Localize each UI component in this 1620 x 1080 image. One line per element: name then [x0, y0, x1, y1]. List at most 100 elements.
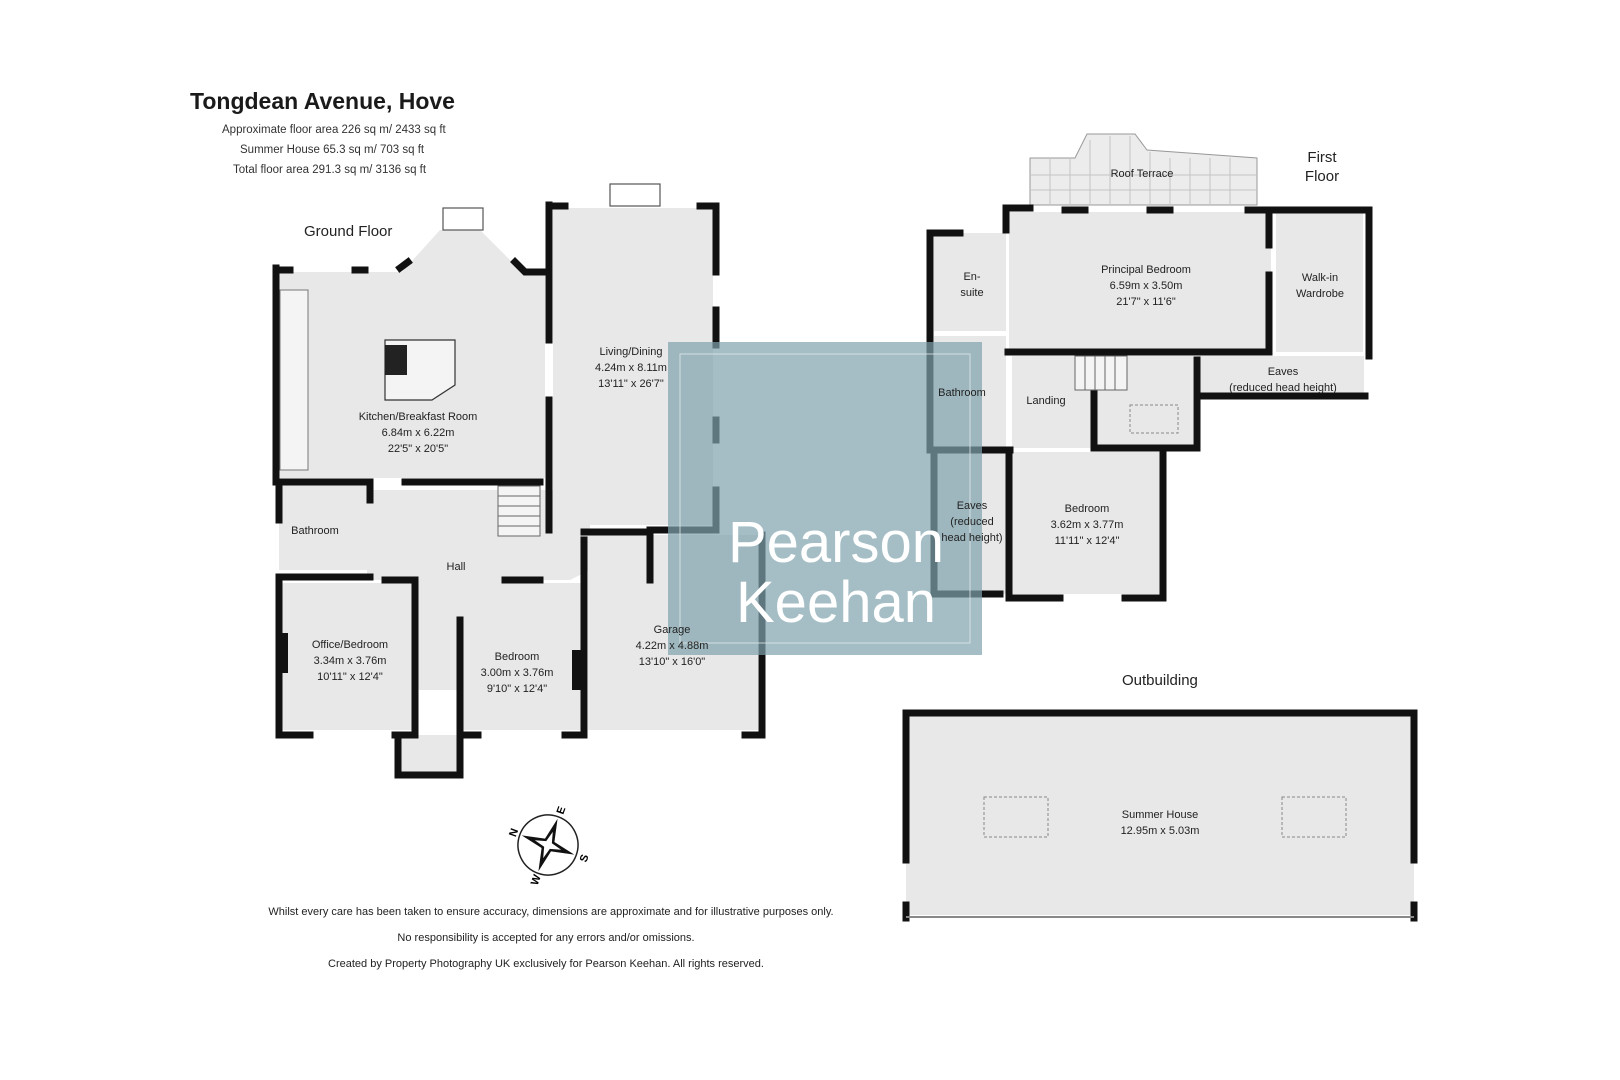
- watermark-line1: Pearson: [728, 510, 944, 575]
- disclaimer-line3: Created by Property Photography UK exclu…: [328, 958, 764, 970]
- office-floor: [282, 583, 415, 730]
- eaves-right-line1: Eaves: [1268, 366, 1299, 378]
- first-stairs: [1074, 355, 1128, 391]
- wall-bed-east: [561, 536, 588, 739]
- compass-e: E: [555, 805, 569, 816]
- outbuilding-plan: [902, 709, 1418, 922]
- eaves-left-line2: (reduced: [950, 516, 993, 528]
- bedroom-first-metric: 3.62m x 3.77m: [1051, 519, 1124, 531]
- office-imperial: 10'11" x 12'4": [317, 671, 383, 683]
- walkin-line2: Wardrobe: [1296, 288, 1344, 300]
- bedroom-ground-imperial: 9'10" x 12'4": [487, 683, 547, 695]
- kitchen-name: Kitchen/Breakfast Room: [359, 411, 478, 423]
- hall-name: Hall: [447, 561, 466, 573]
- walkin-line1: Walk-in: [1302, 272, 1338, 284]
- roof-terrace-tiles: [1030, 136, 1257, 205]
- office-chimney: [278, 633, 288, 673]
- wall-landing-void: [1090, 356, 1201, 452]
- landing-name: Landing: [1026, 395, 1065, 407]
- wall-summer-house: [902, 709, 1418, 864]
- eaves-right-floor: [1197, 356, 1364, 396]
- rooflight-left: [983, 796, 1049, 838]
- summer-house-area: Summer House 65.3 sq m/ 703 sq ft: [240, 144, 425, 156]
- eaves-left-line1: Eaves: [957, 500, 988, 512]
- bedroom-ground-floor: [463, 583, 581, 730]
- wall-garage-north: [580, 528, 654, 584]
- bathroom-first-name: Bathroom: [938, 387, 986, 399]
- roof-terrace-name: Roof Terrace: [1111, 168, 1174, 180]
- living-imperial: 13'11" x 26'7": [598, 378, 664, 390]
- watermark: Pearson Keehan: [668, 342, 982, 655]
- eaves-right-line2: (reduced head height): [1229, 382, 1337, 394]
- compass-star-inner: [534, 831, 562, 859]
- ensuite-line2: suite: [960, 287, 983, 299]
- bathroom-floor: [279, 480, 367, 570]
- bedroom-ground-name: Bedroom: [495, 651, 540, 663]
- compass-w: W: [529, 873, 544, 887]
- porch-floor: [398, 735, 460, 775]
- eaves-left-line3: head height): [941, 532, 1002, 544]
- garage-metric: 4.22m x 4.88m: [636, 640, 709, 652]
- compass: N E S W: [507, 805, 592, 887]
- bedroom-first-floor: [1012, 452, 1160, 594]
- wall-bay-right: [510, 257, 549, 276]
- office-metric: 3.34m x 3.76m: [314, 655, 387, 667]
- principal-metric: 6.59m x 3.50m: [1110, 280, 1183, 292]
- ground-stairs: [497, 485, 541, 537]
- outbuilding-label: Outbuilding: [1122, 672, 1198, 689]
- ensuite-line1: En-: [963, 271, 980, 283]
- living-french-doors: [609, 183, 661, 207]
- watermark-line2: Keehan: [736, 570, 936, 635]
- living-metric: 4.24m x 8.11m: [595, 362, 667, 374]
- page-title: Tongdean Avenue, Hove: [190, 88, 455, 114]
- kitchen-metric: 6.84m x 6.22m: [382, 427, 455, 439]
- bathroom-ground-name: Bathroom: [291, 525, 339, 537]
- wall-bay-left: [395, 257, 413, 273]
- kitchen-worktop: [279, 289, 309, 471]
- principal-bedroom-floor: [1009, 212, 1271, 352]
- wall-principal-north-rr: [1244, 206, 1373, 360]
- bedroom-ground-metric: 3.00m x 3.76m: [481, 667, 554, 679]
- wall-office-west: [275, 573, 314, 739]
- wall-porch: [394, 731, 464, 779]
- summer-house-name: Summer House: [1122, 809, 1198, 821]
- first-floor-label-line1: First: [1307, 149, 1337, 166]
- roof-terrace-floor: [1029, 133, 1258, 206]
- principal-name: Principal Bedroom: [1101, 264, 1191, 276]
- bedroom-first-name: Bedroom: [1065, 503, 1110, 515]
- island-hob: [385, 345, 407, 375]
- wall-living-north-r: [696, 202, 720, 276]
- rooflight-right: [1281, 796, 1347, 838]
- garage-name: Garage: [654, 624, 691, 636]
- compass-s: S: [578, 853, 592, 864]
- compass-n: N: [507, 827, 521, 839]
- bay-french-doors: [442, 207, 484, 231]
- compass-ring: [517, 814, 579, 876]
- principal-imperial: 21'7" x 11'6": [1116, 296, 1176, 308]
- office-name: Office/Bedroom: [312, 639, 388, 651]
- total-floor-area: Total floor area 291.3 sq m/ 3136 sq ft: [233, 164, 427, 176]
- watermark-frame: [679, 353, 971, 644]
- ground-floor-label: Ground Floor: [304, 223, 393, 240]
- first-floor-label-line2: Floor: [1304, 168, 1340, 185]
- bedroom-chimney: [572, 650, 582, 690]
- walkin-floor: [1276, 212, 1363, 352]
- first-floor-plan: [926, 133, 1373, 602]
- bedroom-first-imperial: 11'11" x 12'4": [1055, 535, 1120, 547]
- watermark-box: [668, 342, 982, 655]
- disclaimer-line1: Whilst every care has been taken to ensu…: [268, 906, 834, 918]
- summer-house-floor: [906, 715, 1414, 915]
- approx-floor-area: Approximate floor area 226 sq m/ 2433 sq…: [222, 124, 446, 136]
- disclaimer-line2: No responsibility is accepted for any er…: [397, 932, 695, 944]
- wall-office-north: [381, 576, 419, 739]
- rooflight-first: [1129, 404, 1179, 434]
- wall-kitchen-south: [272, 478, 374, 504]
- summer-house-metric: 12.95m x 5.03m: [1121, 825, 1200, 837]
- living-name: Living/Dining: [600, 346, 663, 358]
- ensuite-floor: [934, 233, 1006, 331]
- kitchen-imperial: 22'5" x 20'5": [388, 443, 448, 455]
- garage-imperial: 13'10" x 16'0": [639, 656, 706, 668]
- wall-bedroom-first-east: [1121, 444, 1167, 602]
- wall-principal-north-l: [1002, 204, 1034, 234]
